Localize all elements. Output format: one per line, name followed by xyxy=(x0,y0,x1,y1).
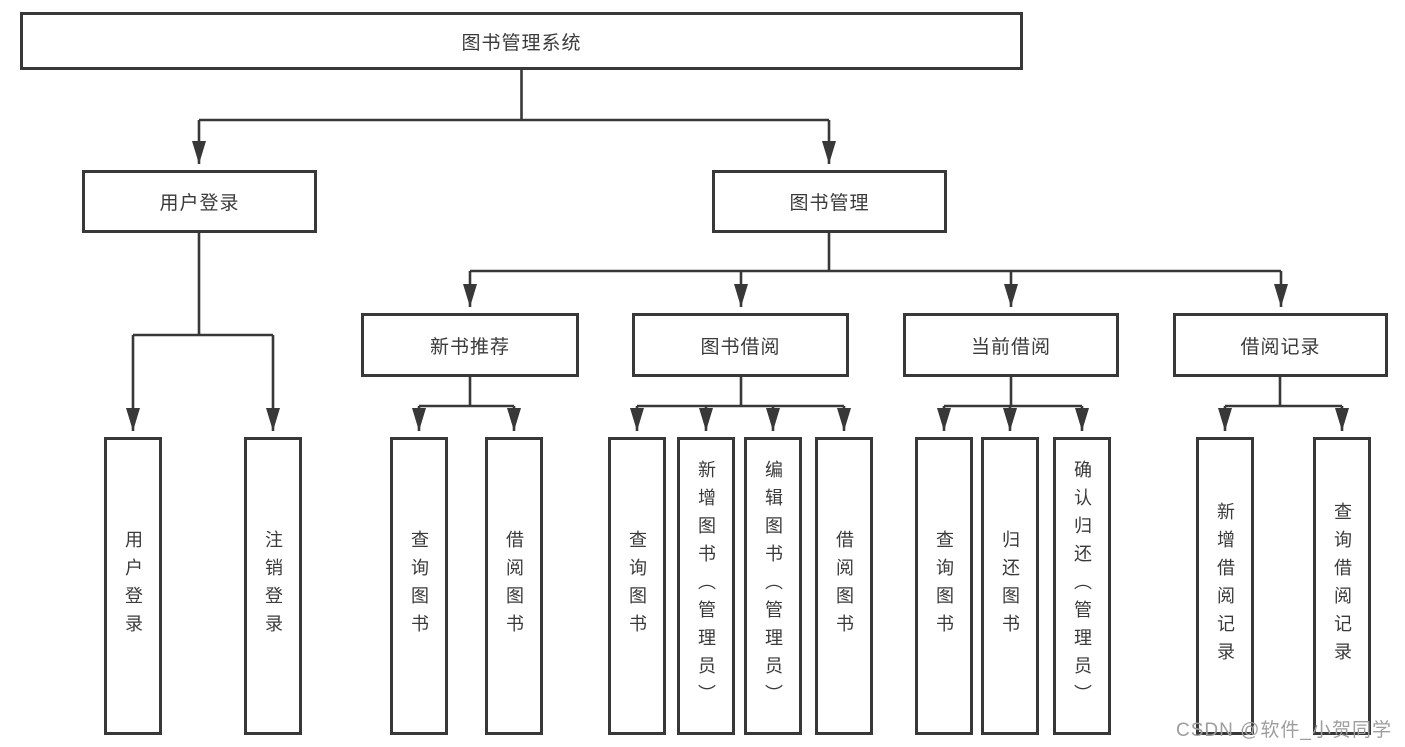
leaf-label: 查询图书 xyxy=(409,530,429,642)
leaf-label: 用户登录 xyxy=(123,530,143,642)
leaf-borrow-books: 借阅图书 xyxy=(815,437,873,735)
node-book-borrowing: 图书借阅 xyxy=(632,313,849,377)
leaf-label: 借阅图书 xyxy=(504,530,524,642)
leaf-add-borrow-record: 新增借阅记录 xyxy=(1196,437,1254,735)
leaf-label: 查询借阅记录 xyxy=(1332,502,1352,670)
node-label: 图书管理系统 xyxy=(461,32,582,54)
leaf-label: 查询图书 xyxy=(627,530,647,642)
leaf-label: 新增图书（管理员） xyxy=(696,460,716,712)
leaf-query-borrow-record: 查询借阅记录 xyxy=(1313,437,1371,735)
node-label: 用户登录 xyxy=(159,193,240,214)
csdn-watermark: CSDN @软件_小贺同学 xyxy=(1176,720,1392,741)
leaf-label: 编辑图书（管理员） xyxy=(763,460,783,712)
node-user-login: 用户登录 xyxy=(82,170,317,233)
leaf-label: 确认归还（管理员） xyxy=(1072,460,1092,712)
leaf-query-books-recommend: 查询图书 xyxy=(390,437,448,735)
node-label: 新书推荐 xyxy=(429,336,510,358)
leaf-add-books-admin: 新增图书（管理员） xyxy=(677,437,735,735)
node-label: 当前借阅 xyxy=(970,336,1051,358)
leaf-query-books-borrow: 查询图书 xyxy=(608,437,666,735)
leaf-label: 归还图书 xyxy=(1000,530,1020,642)
leaf-label: 注销登录 xyxy=(263,530,283,642)
node-book-management: 图书管理 xyxy=(712,170,947,233)
leaf-borrow-books-recommend: 借阅图书 xyxy=(485,437,543,735)
node-library-management-system: 图书管理系统 xyxy=(20,12,1023,70)
node-label: 图书借阅 xyxy=(700,336,781,358)
leaf-query-books-current: 查询图书 xyxy=(915,437,973,735)
node-label: 图书管理 xyxy=(789,193,870,214)
leaf-confirm-return-admin: 确认归还（管理员） xyxy=(1053,437,1111,735)
leaf-label: 新增借阅记录 xyxy=(1215,502,1235,670)
node-new-book-recommendation: 新书推荐 xyxy=(361,313,579,377)
leaf-edit-books-admin: 编辑图书（管理员） xyxy=(744,437,802,735)
leaf-label: 查询图书 xyxy=(934,530,954,642)
node-label: 借阅记录 xyxy=(1240,336,1321,358)
leaf-label: 借阅图书 xyxy=(834,530,854,642)
leaf-user-login: 用户登录 xyxy=(104,437,162,735)
leaf-logout: 注销登录 xyxy=(244,437,302,735)
node-current-borrowing: 当前借阅 xyxy=(903,313,1119,377)
node-borrowing-records: 借阅记录 xyxy=(1173,313,1388,377)
leaf-return-books: 归还图书 xyxy=(981,437,1039,735)
